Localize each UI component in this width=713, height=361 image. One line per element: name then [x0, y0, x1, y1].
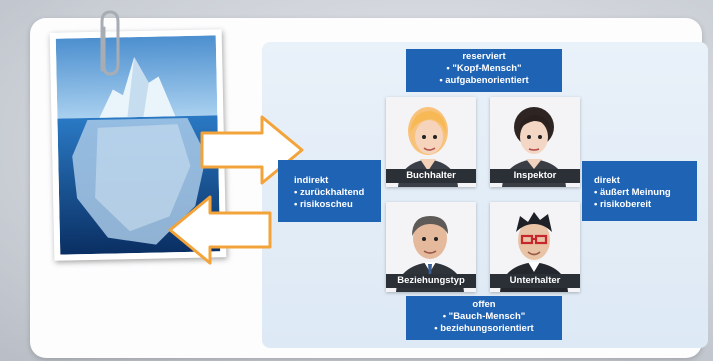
tile-beziehungstyp: Beziehungstyp — [386, 202, 476, 292]
tile-inspektor: Inspektor — [490, 97, 580, 187]
reserved-bullet-1: • "Kopf-Mensch" — [446, 63, 522, 74]
open-bullet-1: • "Bauch-Mensch" — [442, 311, 526, 322]
open-bullet-2: • beziehungsorientiert — [434, 323, 534, 334]
reserved-box: reserviert • "Kopf-Mensch" • aufgabenori… — [406, 49, 562, 92]
indirect-title: indirekt — [294, 175, 329, 186]
reserved-title: reserviert — [462, 51, 506, 62]
indirect-bullet-2: • risikoscheu — [294, 199, 353, 210]
label-beziehungstyp: Beziehungstyp — [386, 274, 476, 288]
indirect-box: indirekt • zurückhaltend • risikoscheu — [278, 160, 381, 222]
label-inspektor: Inspektor — [490, 169, 580, 183]
direct-title: direkt — [594, 175, 620, 186]
tile-unterhalter: Unterhalter — [490, 202, 580, 292]
reserved-bullet-2: • aufgabenorientiert — [439, 75, 529, 86]
direct-bullet-1: • äußert Meinung — [594, 187, 671, 198]
direct-bullet-2: • risikobereit — [594, 199, 652, 210]
label-buchhalter: Buchhalter — [386, 169, 476, 183]
tile-buchhalter: Buchhalter — [386, 97, 476, 187]
label-unterhalter: Unterhalter — [490, 274, 580, 288]
open-title: offen — [472, 299, 496, 310]
open-box: offen • "Bauch-Mensch" • beziehungsorien… — [406, 296, 562, 340]
indirect-bullet-1: • zurückhaltend — [294, 187, 365, 198]
direct-box: direkt • äußert Meinung • risikobereit — [582, 161, 697, 221]
paperclip-icon — [100, 10, 120, 76]
iceberg-photo — [49, 29, 227, 261]
arrow-left-icon — [168, 195, 272, 265]
